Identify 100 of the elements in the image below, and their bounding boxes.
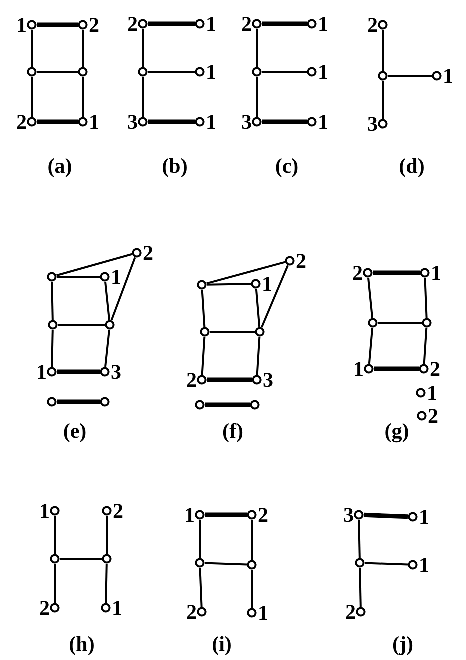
edge-line	[201, 290, 206, 328]
thick-edge-line	[148, 22, 195, 26]
vertex-number: 1	[40, 501, 50, 521]
vertex-number: 1	[419, 507, 430, 527]
edge-line	[382, 30, 384, 71]
thick-edge-line	[205, 512, 247, 518]
subfigure-caption: (i)	[212, 633, 232, 655]
subfigure-caption: (c)	[275, 155, 299, 177]
edge-line	[251, 520, 253, 560]
vertex-number: 1	[111, 267, 122, 287]
vertex-number: 2	[16, 112, 27, 132]
thick-edge-line	[373, 270, 420, 276]
edge-line	[105, 564, 108, 604]
edge-line	[60, 558, 102, 560]
vertex-number: 1	[206, 62, 216, 82]
thick-edge-line	[262, 120, 307, 124]
edge-line	[54, 564, 56, 603]
edge-line	[364, 562, 408, 566]
vertex-number: 2	[428, 406, 438, 426]
vertex-number: 3	[242, 112, 252, 132]
edge-line	[142, 29, 144, 67]
edge-line	[142, 77, 144, 117]
vertex-number: 2	[128, 14, 138, 34]
subfigure-caption: (g)	[384, 420, 410, 442]
thick-edge-line	[148, 120, 195, 124]
edge-line	[359, 568, 362, 608]
edge-line	[388, 75, 432, 77]
edge-line	[251, 570, 253, 608]
vertex-number: 2	[258, 505, 268, 525]
vertex-number: 2	[368, 15, 378, 35]
thick-edge-line	[364, 512, 408, 520]
vertex-number: 1	[184, 505, 195, 525]
vertex-number: 1	[419, 555, 430, 575]
subfigure-caption: (h)	[69, 633, 95, 655]
edge-line	[382, 81, 384, 119]
edge-line	[104, 330, 110, 368]
edge-line	[199, 520, 201, 558]
edge-line	[110, 257, 136, 321]
edge-line	[58, 324, 105, 326]
edge-line	[148, 71, 195, 73]
edge-line	[31, 30, 33, 67]
edge-line	[51, 330, 54, 368]
edge-line	[378, 322, 422, 324]
edge-line	[31, 77, 33, 117]
edge-line	[206, 261, 286, 285]
vertex-number: 1	[258, 603, 268, 623]
thick-edge-line	[262, 22, 307, 26]
subfigure-caption: (a)	[48, 155, 72, 177]
vertex-number: 2	[113, 501, 124, 521]
edge-line	[82, 77, 84, 117]
thick-edge-line	[37, 22, 78, 28]
edge-line	[37, 71, 78, 73]
vertex-number: 2	[346, 602, 356, 622]
edge-line	[368, 328, 374, 364]
vertex-number: 2	[430, 359, 440, 379]
vertex-number: 1	[318, 14, 328, 34]
edge-line	[199, 568, 203, 608]
edge-line	[262, 71, 307, 73]
edge-line	[206, 283, 252, 286]
subfigure-caption: (e)	[63, 420, 87, 442]
vertex-number: 1	[16, 15, 27, 35]
edge-line	[54, 516, 56, 554]
edge-line	[424, 278, 428, 318]
edge-line	[210, 331, 255, 333]
vertex-number: 1	[89, 112, 100, 132]
vertex-number: 1	[262, 274, 272, 294]
thick-edge-line	[57, 370, 100, 374]
thick-edge-line	[374, 366, 419, 372]
vertex-number: 1	[431, 263, 442, 283]
edge-line	[255, 288, 261, 328]
edge-line	[204, 562, 248, 566]
subfigure-caption: (b)	[162, 155, 188, 177]
thick-edge-line	[205, 402, 250, 408]
vertex-number: 1	[354, 359, 364, 379]
edge-line	[82, 30, 84, 67]
edge-line	[104, 282, 110, 320]
edge-line	[256, 77, 258, 117]
vertex-number: 1	[112, 598, 122, 618]
vertex-number: 2	[352, 263, 363, 283]
vertex-number: 1	[206, 112, 216, 132]
vertex-number: 1	[427, 383, 438, 403]
edge-line	[57, 276, 100, 278]
edge-line	[256, 29, 258, 67]
edge-line	[106, 516, 108, 554]
vertex-number: 2	[89, 15, 100, 35]
vertex-number: 1	[206, 14, 216, 34]
edge-line	[368, 278, 374, 318]
thick-edge-line	[37, 120, 78, 124]
edge-line	[56, 253, 132, 277]
vertex-number: 3	[344, 505, 354, 525]
edge-line	[256, 336, 261, 376]
vertex-number: 1	[36, 362, 47, 382]
vertex-number: 2	[40, 598, 50, 618]
subfigure-caption: (j)	[392, 633, 414, 655]
edge-line	[201, 336, 206, 376]
edge-line	[423, 328, 428, 364]
subfigure-caption: (d)	[399, 155, 425, 177]
vertex-number: 3	[368, 114, 378, 134]
vertex-number: 1	[318, 112, 328, 132]
vertex-number: 2	[186, 602, 197, 622]
